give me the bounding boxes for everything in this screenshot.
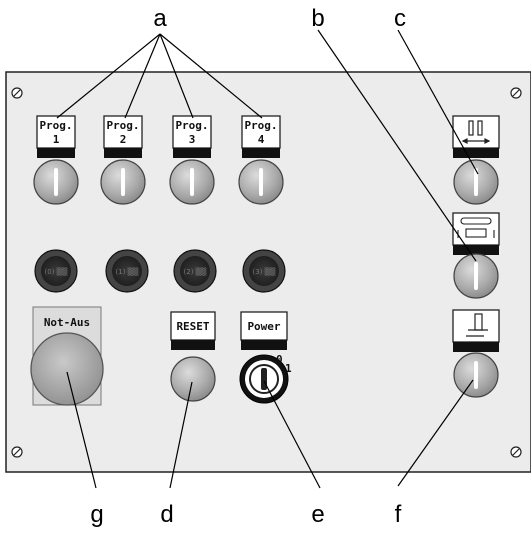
axis-horizontal-icon <box>461 120 491 144</box>
program-label-line2: 2 <box>120 133 127 146</box>
callout-c: c <box>394 5 406 32</box>
leader-lines <box>56 29 479 489</box>
power-key-switch[interactable]: Power 0 1 <box>239 311 292 404</box>
program-button-2[interactable]: Prog. 2 <box>100 115 146 205</box>
lamp-label: (1) ▒▒ <box>116 267 140 276</box>
emergency-stop-button[interactable]: Not-Aus <box>30 306 104 406</box>
program-label-line1: Prog. <box>106 119 139 132</box>
key-off-mark: 0 <box>276 353 283 366</box>
program-label-line2: 4 <box>258 133 265 146</box>
callout-b: b <box>311 5 324 32</box>
program-label-line1: Prog. <box>244 119 277 132</box>
power-label: Power <box>247 320 280 333</box>
program-label-line2: 1 <box>53 133 60 146</box>
callout-g: g <box>90 501 103 528</box>
indicator-lamp-3: (3) ▒▒ <box>242 249 286 293</box>
callout-f: f <box>395 501 402 528</box>
callout-d: d <box>160 501 173 528</box>
axis-selector-button[interactable] <box>452 115 500 205</box>
callout-e: e <box>311 501 324 528</box>
program-label-line1: Prog. <box>39 119 72 132</box>
program-button-4[interactable]: Prog. 4 <box>238 115 284 205</box>
program-label-line1: Prog. <box>175 119 208 132</box>
reset-label: RESET <box>176 320 209 333</box>
emergency-label: Not-Aus <box>44 316 90 329</box>
callout-a: a <box>153 5 167 32</box>
lift-selector-button[interactable] <box>452 309 500 398</box>
indicator-lamp-0: (0) ▒▒ <box>34 249 78 293</box>
reset-button[interactable]: RESET <box>170 311 216 402</box>
lamp-label: (3) ▒▒ <box>253 267 277 276</box>
indicator-lamp-1: (1) ▒▒ <box>105 249 149 293</box>
lamp-label: (2) ▒▒ <box>184 267 208 276</box>
lamp-label: (0) ▒▒ <box>45 267 69 276</box>
indicator-lamp-2: (2) ▒▒ <box>173 249 217 293</box>
conveyor-vertical-icon <box>457 217 495 238</box>
program-button-1[interactable]: Prog. 1 <box>33 115 79 205</box>
conveyor-selector-button[interactable] <box>452 212 500 299</box>
key-on-mark: 1 <box>285 362 292 375</box>
screw-icon <box>11 87 522 458</box>
program-label-line2: 3 <box>189 133 196 146</box>
lift-icon <box>466 313 488 337</box>
program-button-3[interactable]: Prog. 3 <box>169 115 215 205</box>
